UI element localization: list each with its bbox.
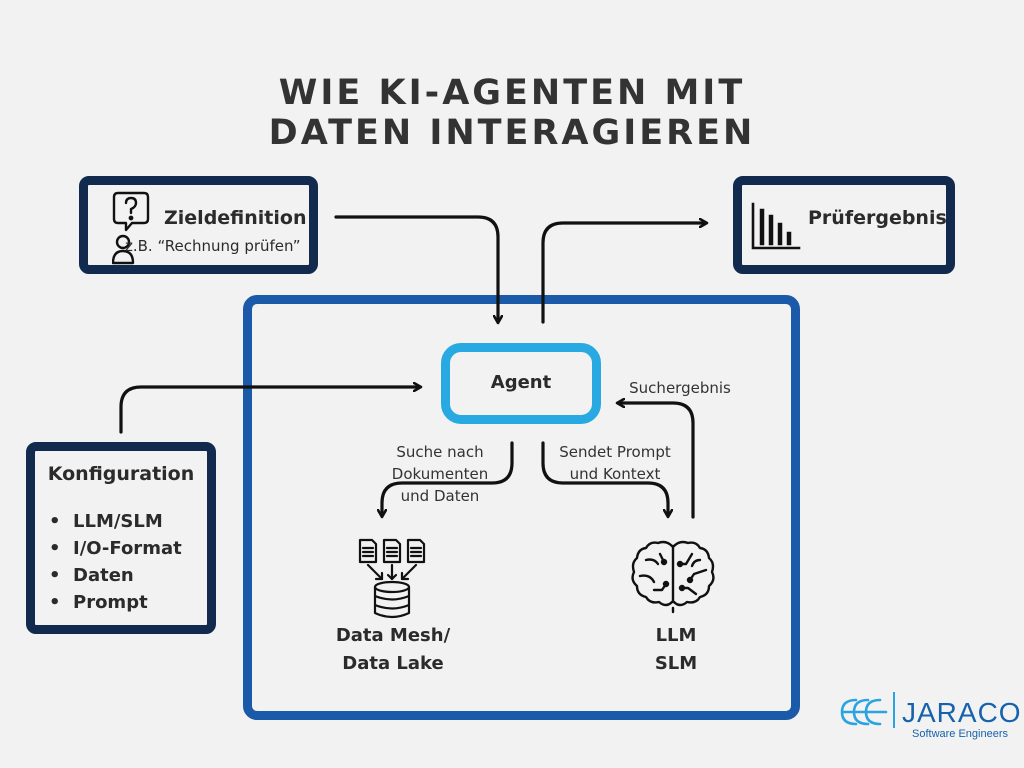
brain-icon — [631, 540, 715, 614]
arrow-agent-to-llm — [541, 441, 668, 516]
datastore-label: Data Mesh/ Data Lake — [335, 625, 451, 674]
config-box: Konfiguration •LLM/SLM •I/O-Format •Date… — [26, 442, 216, 634]
goal-example: z.B. “Rechnung prüfen” — [125, 237, 301, 255]
goal-box: Zieldefinition z.B. “Rechnung prüfen” — [79, 176, 318, 274]
arrow-goal-to-agent — [334, 215, 498, 322]
result-label: Prüfergebnis — [808, 207, 947, 229]
agent-box: Agent — [441, 343, 601, 424]
bar-chart-icon — [751, 202, 801, 250]
config-item: •LLM/SLM — [49, 511, 163, 532]
arrow-agent-to-result — [541, 223, 706, 324]
agent-label: Agent — [490, 372, 552, 393]
config-item: •Prompt — [49, 592, 148, 613]
arrow-llm-to-agent — [618, 403, 695, 519]
logo-tagline: Software Engineers — [912, 728, 1008, 740]
search-edge-label: Suche nach Dokumenten und Daten — [391, 443, 489, 505]
arrow-agent-to-datastore — [382, 441, 514, 516]
config-item: •I/O-Format — [49, 538, 182, 559]
result-box: Prüfergebnis — [733, 176, 955, 274]
arrow-config-to-agent — [119, 387, 420, 434]
result-edge-label: Suchergebnis — [629, 379, 731, 397]
config-heading: Konfiguration — [47, 463, 195, 485]
logo-name: JARACO — [902, 697, 1022, 728]
goal-label: Zieldefinition — [164, 207, 307, 229]
jaraco-logo-icon — [840, 698, 888, 726]
logo-divider — [893, 692, 895, 728]
title-line-2: DATEN INTERAGIEREN — [268, 113, 756, 153]
prompt-edge-label: Sendet Prompt und Kontext — [559, 443, 671, 483]
config-list: •LLM/SLM •I/O-Format •Daten •Prompt — [49, 508, 182, 616]
documents-database-icon — [358, 538, 426, 619]
page-title: WIE KI-AGENTEN MIT DATEN INTERAGIEREN — [0, 73, 1024, 153]
model-label: LLM SLM — [654, 625, 698, 674]
agent-environment-box — [243, 295, 800, 720]
title-line-1: WIE KI-AGENTEN MIT — [278, 73, 746, 113]
question-person-icon — [112, 191, 150, 265]
config-item: •Daten — [49, 565, 134, 586]
